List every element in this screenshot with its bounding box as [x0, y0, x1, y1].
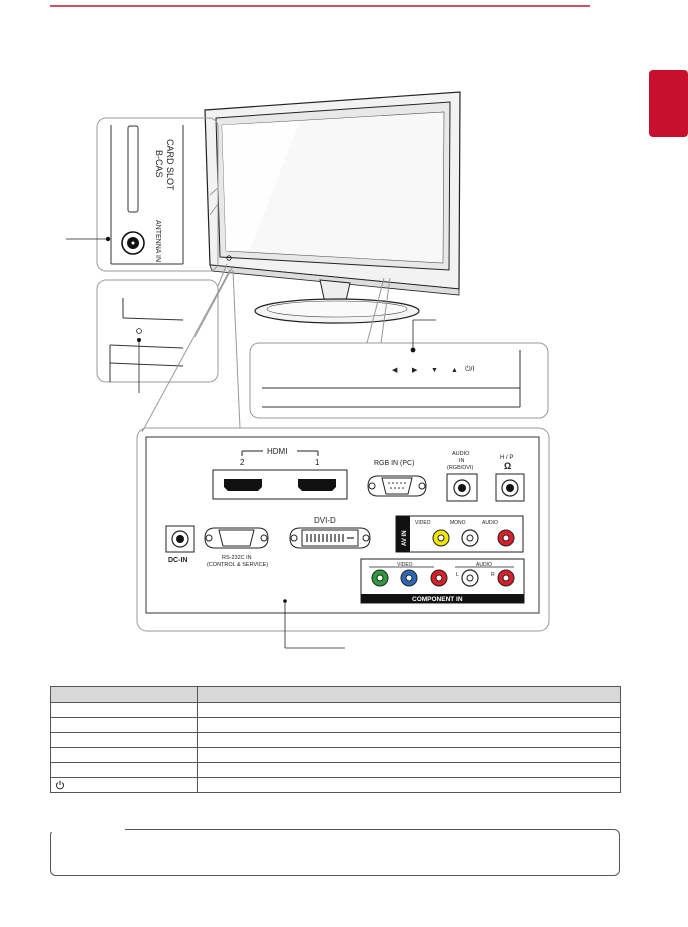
table-row — [50, 702, 621, 718]
table-cell — [50, 747, 198, 763]
component-in-label: COMPONENT IN — [412, 596, 463, 603]
svg-text:▲: ▲ — [451, 367, 458, 374]
table-cell — [50, 762, 198, 778]
audio-in-label-1: AUDIO — [452, 451, 470, 457]
dvi-label: DVI-D — [314, 516, 336, 525]
note-tab — [50, 828, 125, 832]
note-box — [50, 829, 620, 876]
power-icon — [56, 780, 64, 790]
table-header-cell — [197, 686, 621, 703]
power-led-callout — [96, 263, 233, 393]
monitor-illustration — [204, 91, 461, 324]
component-audio-label: AUDIO — [476, 562, 492, 568]
table-row — [50, 747, 621, 763]
table-cell — [197, 762, 621, 778]
antenna-label: ANTENNA IN — [154, 220, 161, 262]
hp-label: H / P — [500, 455, 513, 461]
svg-text:⏻/I: ⏻/I — [465, 365, 474, 373]
back-panel-callout — [136, 269, 550, 649]
table-cell — [197, 777, 621, 793]
dc-label: DC-IN — [168, 557, 187, 564]
av-in-label: AV IN — [402, 530, 408, 546]
table-cell — [197, 717, 621, 733]
av-mono-label: MONO — [450, 520, 466, 526]
component-video-label: VIDEO — [397, 562, 413, 568]
control-buttons-callout: ◀ ▶ ▼ ▲ ⏻/I — [249, 277, 549, 419]
rs232-label-2: (CONTROL & SERVICE) — [207, 562, 268, 568]
rgb-label: RGB IN (PC) — [374, 460, 414, 467]
svg-text:▼: ▼ — [431, 367, 438, 374]
card-slot-label-2: CARD SLOT — [165, 139, 175, 191]
table-cell — [197, 747, 621, 763]
parts-table — [50, 686, 621, 793]
table-cell — [50, 777, 198, 793]
card-slot-callout — [66, 117, 219, 272]
av-audio-label: AUDIO — [482, 520, 498, 526]
av-video-label: VIDEO — [415, 520, 431, 526]
rs232-label-1: RS-232C IN — [222, 555, 252, 561]
table-header-cell — [50, 686, 198, 703]
audio-in-label-2: IN — [459, 458, 465, 464]
table-header-row — [50, 686, 621, 703]
table-cell — [50, 732, 198, 748]
audio-in-label-3: (RGB/DVI) — [447, 465, 473, 471]
card-slot-label-1: B-CAS — [154, 150, 164, 178]
table-cell — [50, 717, 198, 733]
table-row — [50, 732, 621, 748]
hdmi-label: HDMI — [267, 447, 287, 456]
hdmi-2-label: 2 — [240, 458, 245, 467]
svg-text:▶: ▶ — [412, 367, 418, 374]
table-row — [50, 717, 621, 733]
component-r-mark: R — [491, 572, 495, 578]
component-l-mark: L — [456, 572, 459, 578]
table-row — [50, 777, 621, 793]
table-row — [50, 762, 621, 778]
headphone-icon: Ω — [504, 461, 511, 471]
table-cell — [197, 732, 621, 748]
table-cell — [50, 702, 198, 718]
table-cell — [197, 702, 621, 718]
svg-text:◀: ◀ — [392, 367, 398, 374]
hdmi-1-label: 1 — [315, 458, 320, 467]
language-tab — [649, 70, 688, 137]
